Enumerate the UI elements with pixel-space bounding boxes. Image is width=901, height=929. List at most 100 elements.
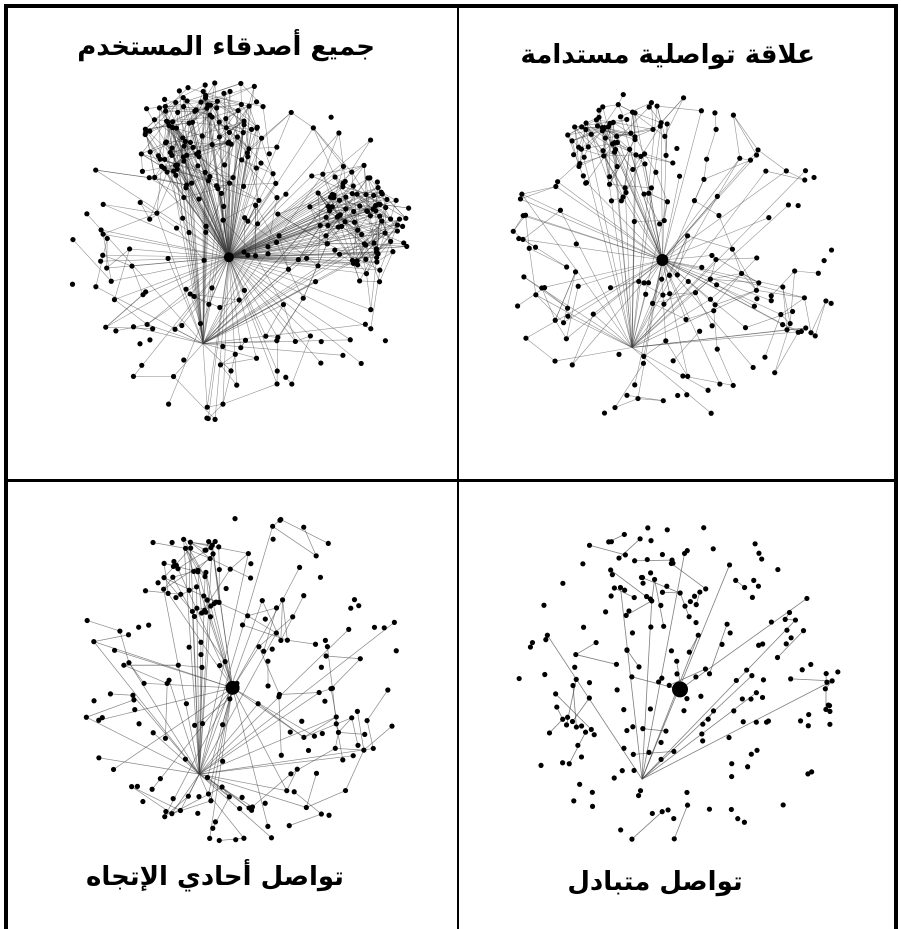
graph-edge — [141, 120, 167, 155]
graph-edge — [263, 607, 277, 652]
graph-node — [313, 553, 319, 559]
graph-node — [246, 103, 252, 109]
graph-node — [349, 169, 355, 175]
graph-edge — [186, 184, 207, 233]
graph-node — [96, 717, 102, 723]
graph-node — [821, 257, 827, 264]
graph-edge — [133, 326, 204, 344]
graph-edge — [228, 232, 386, 258]
graph-node — [358, 360, 364, 367]
graph-edge — [200, 86, 255, 103]
graph-node — [169, 145, 175, 151]
graph-node — [169, 539, 175, 546]
graph-node — [326, 812, 332, 818]
graph-node — [744, 667, 750, 673]
graph-edge — [634, 129, 654, 138]
graph-node — [664, 121, 670, 127]
graph-edge — [366, 257, 377, 274]
graph-node — [202, 547, 208, 553]
graph-edge — [662, 259, 754, 368]
graph-node — [753, 690, 760, 696]
graph-node — [658, 739, 664, 746]
graph-edge — [706, 129, 717, 160]
graph-node — [780, 802, 786, 808]
graph-edge — [585, 142, 615, 184]
graph-node — [670, 160, 676, 166]
graph-node — [706, 806, 713, 812]
graph-edge — [618, 538, 641, 559]
graph-edge — [252, 773, 292, 808]
graph-edge — [662, 259, 687, 320]
graph-node — [201, 593, 207, 599]
graph-node — [367, 137, 374, 143]
graph-node — [239, 157, 245, 163]
graph-node — [170, 796, 176, 802]
graph-edge — [520, 186, 556, 200]
graph-edge — [631, 154, 637, 348]
graph-node — [104, 265, 110, 271]
graph-node — [707, 296, 714, 302]
graph-edge — [171, 147, 194, 156]
graph-edge — [687, 235, 733, 250]
graph-node — [241, 835, 247, 841]
graph-node — [663, 152, 669, 158]
graph-edge — [585, 122, 606, 139]
graph-node — [699, 264, 705, 270]
graph-node — [649, 300, 656, 306]
graph-node — [371, 192, 377, 198]
graph-node — [317, 574, 324, 580]
graph-node — [165, 590, 171, 596]
graph-edge — [164, 795, 189, 817]
graph-edge — [224, 144, 232, 165]
graph-node — [797, 718, 804, 724]
graph-node — [573, 724, 580, 730]
graph-edge — [602, 104, 619, 128]
graph-node — [203, 229, 209, 235]
graph-edge — [710, 259, 717, 280]
graph-node — [335, 224, 341, 230]
graph-node — [812, 333, 818, 339]
graph-edge — [283, 304, 296, 342]
graph-node — [710, 546, 716, 552]
graph-node — [239, 622, 246, 628]
graph-node — [632, 558, 638, 564]
graph-edge — [190, 101, 218, 143]
graph-edge — [210, 104, 232, 145]
graph-node — [786, 609, 793, 616]
graph-node — [195, 567, 201, 573]
title-mutual: تواصل متبادل — [567, 867, 743, 897]
graph-node — [526, 245, 532, 251]
graph-node — [756, 642, 762, 648]
graph-node — [719, 641, 725, 647]
graph-edge — [181, 287, 213, 326]
graph-edge — [203, 232, 207, 261]
graph-node — [259, 597, 265, 604]
graph-node — [155, 580, 161, 586]
graph-node — [581, 154, 587, 160]
graph-edge — [170, 111, 196, 153]
graph-edge — [228, 139, 371, 258]
graph-node — [674, 145, 680, 152]
graph-edge — [669, 668, 706, 686]
graph-node — [202, 82, 208, 88]
graph-node — [631, 767, 637, 774]
graph-node — [543, 637, 549, 643]
graph-node — [131, 697, 137, 703]
graph-node — [204, 415, 210, 421]
graph-node — [784, 327, 790, 333]
graph-node — [299, 718, 305, 724]
graph-node — [553, 691, 559, 697]
graph-node — [161, 575, 167, 581]
graph-edge — [226, 127, 244, 133]
graph-node — [377, 213, 383, 219]
graph-edge — [574, 126, 604, 157]
graph-node — [616, 555, 622, 561]
graph-node — [631, 594, 637, 601]
graph-node — [684, 233, 691, 239]
graph-node — [253, 165, 259, 171]
graph-node — [220, 758, 226, 764]
graph-edge — [228, 192, 319, 258]
graph-node — [318, 664, 324, 670]
graph-node — [273, 630, 279, 636]
graph-edge — [765, 170, 805, 181]
